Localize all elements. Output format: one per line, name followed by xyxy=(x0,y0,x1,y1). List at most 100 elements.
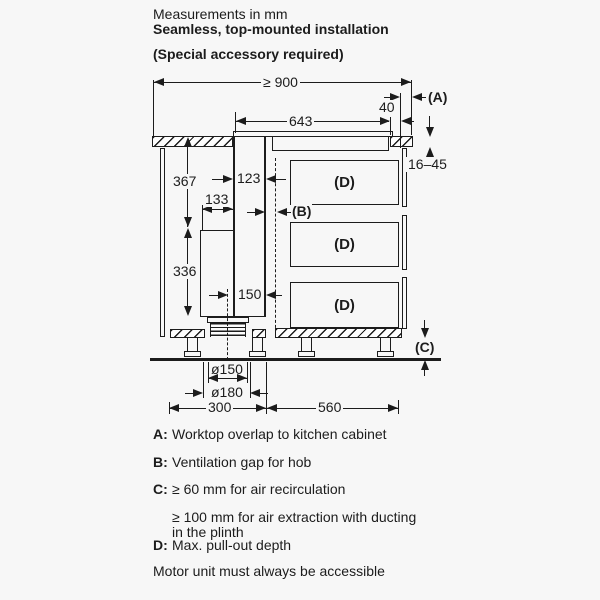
left-cabinet-panel xyxy=(160,148,165,337)
dim367-arrow-down xyxy=(183,217,192,227)
drawer-middle: (D) xyxy=(290,222,399,267)
plinth-right xyxy=(275,328,402,338)
dim560-arrow-right xyxy=(388,404,398,412)
page-title: Seamless, top-mounted installation xyxy=(153,21,389,37)
dim-overall-width: ≥ 900 xyxy=(261,74,300,90)
legend-text-c: ≥ 60 mm for air recirculation xyxy=(172,481,346,497)
dim560-arrow-left xyxy=(267,404,277,412)
dim123-shaft-left xyxy=(212,179,224,181)
dimA-arrow-left xyxy=(390,93,400,101)
foot-4-stem xyxy=(380,338,391,352)
dim1645-shaft-top xyxy=(429,116,431,128)
dim123-arrow-left xyxy=(223,175,233,183)
page-subtitle: (Special accessory required) xyxy=(153,46,344,62)
dim40-arrow xyxy=(401,117,411,125)
ref-label-B: (B) xyxy=(291,203,313,219)
worktop-right xyxy=(390,136,413,147)
dim900-ext-left xyxy=(153,80,155,137)
dim1645-arrow-down xyxy=(425,127,434,137)
dim-worktop-thickness: 16–45 xyxy=(406,156,449,172)
foot-2-stem xyxy=(252,338,263,352)
motor-unit-top xyxy=(200,230,235,232)
dim133-arrow-left xyxy=(202,205,212,213)
refB-shaft-right xyxy=(287,212,291,214)
drawer-bottom: (D) xyxy=(290,282,399,328)
dia180-shaft-right xyxy=(260,393,268,395)
dim300-arrow-left xyxy=(169,404,179,412)
plinth-left xyxy=(170,329,205,338)
dimA-shaft-left xyxy=(384,97,391,99)
drawer-middle-label: (D) xyxy=(334,236,355,253)
ext-150-right xyxy=(247,362,249,383)
dim900-arrow-left xyxy=(154,78,164,86)
dim-right-depth: 560 xyxy=(316,399,344,415)
motor-access-note: Motor unit must always be accessible xyxy=(153,563,385,579)
outlet-centerline xyxy=(227,289,228,360)
motor-unit-bottom xyxy=(200,316,266,318)
legend-text-c2-line1: ≥ 100 mm for air extraction with ducting xyxy=(172,509,417,525)
plinth-middle xyxy=(252,329,266,338)
ventilation-gap-line xyxy=(275,158,276,338)
worktop-left xyxy=(152,136,233,147)
dim-flange-diameter: ø180 xyxy=(209,384,245,400)
legend-key-a: A: xyxy=(153,426,168,442)
units-note: Measurements in mm xyxy=(153,6,288,22)
dim643-arrow-left xyxy=(236,117,246,125)
legend-key-d: D: xyxy=(153,537,168,553)
dim-upper-height: 367 xyxy=(171,173,199,189)
right-cabinet-panel-mid xyxy=(402,215,407,270)
corrugated-duct xyxy=(210,323,246,337)
dim643-ext-left xyxy=(235,112,237,133)
refB-shaft-left xyxy=(247,212,256,214)
dim133-ext xyxy=(202,205,204,230)
legend-row-a: A: Worktop overlap to kitchen cabinet xyxy=(153,427,387,442)
dia150-arrow-right xyxy=(237,374,247,382)
foot-1-stem xyxy=(187,338,198,352)
dim150-shaft-right xyxy=(276,295,282,297)
outlet-flange xyxy=(207,317,249,323)
duct-right-wall xyxy=(264,136,266,317)
foot-4-base xyxy=(377,351,394,357)
legend-text-b: Ventilation gap for hob xyxy=(172,454,312,470)
dia150-line xyxy=(209,378,247,380)
legend-key-c: C: xyxy=(153,481,168,497)
right-cabinet-panel-bottom xyxy=(402,277,407,329)
dim-outlet-offset: 150 xyxy=(236,286,264,302)
dimA-shaft-right xyxy=(422,97,426,99)
dim123-arrow-right xyxy=(266,175,276,183)
dim-lower-height: 336 xyxy=(171,263,199,279)
dim1645-arrow-up xyxy=(425,147,434,157)
dimA-ext xyxy=(400,93,402,148)
dim-left-depth: 300 xyxy=(206,399,234,415)
refB-arrow-left xyxy=(255,208,265,216)
legend-text-a: Worktop overlap to kitchen cabinet xyxy=(172,426,387,442)
dia180-shaft-left xyxy=(185,393,194,395)
legend-key-b: B: xyxy=(153,454,168,470)
foot-1-base xyxy=(184,351,201,357)
ext-180-right xyxy=(250,362,252,398)
dim-appliance-width: 643 xyxy=(287,113,315,129)
dia180-arrow-right xyxy=(250,389,260,397)
dim900-ext-right xyxy=(411,80,413,135)
dim40-shaft xyxy=(411,121,414,123)
dim123-shaft-right xyxy=(276,179,286,181)
refC-arrow-down xyxy=(420,328,429,338)
dim336-arrow-down xyxy=(183,306,192,316)
dim-overlap-gap: 40 xyxy=(377,99,397,115)
dimA-arrow-right xyxy=(412,93,422,101)
hob-body xyxy=(272,136,389,151)
foot-3-stem xyxy=(301,338,312,352)
legend-row-c2: ≥ 100 mm for air extraction with ducting… xyxy=(172,510,416,540)
dia150-arrow-left xyxy=(208,374,218,382)
dim133-line xyxy=(203,209,233,211)
right-cabinet-panel-top xyxy=(402,148,407,207)
legend-row-b: B: Ventilation gap for hob xyxy=(153,455,311,470)
drawer-bottom-label: (D) xyxy=(334,296,355,314)
dim900-arrow-right xyxy=(401,78,411,86)
dim643-arrow-right xyxy=(380,117,390,125)
refB-arrow-right xyxy=(277,208,287,216)
refC-arrow-up xyxy=(420,360,429,370)
motor-unit-left xyxy=(200,230,202,317)
